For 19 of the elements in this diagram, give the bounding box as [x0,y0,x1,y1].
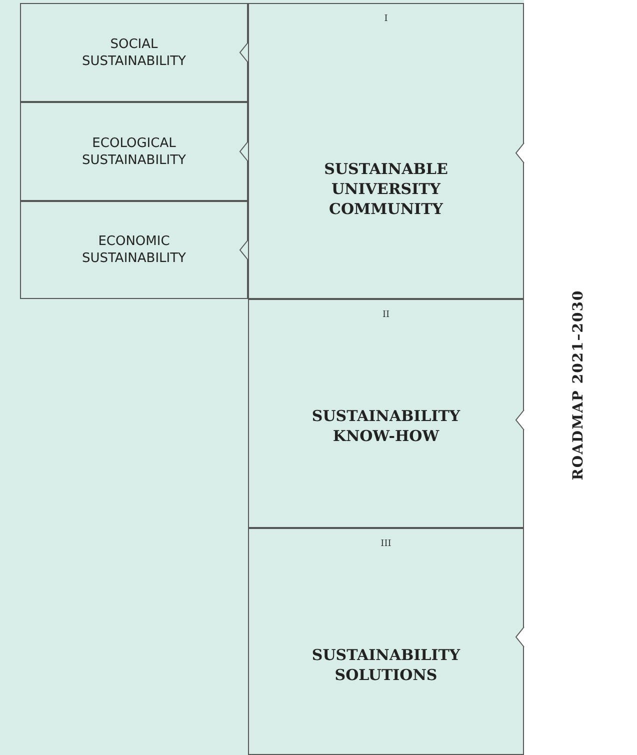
roman-numeral: I [384,14,388,24]
vertical-title: ROADMAP 2021–2030 [570,290,586,480]
roman-numeral: III [380,539,392,549]
box-label: SOCIAL SUSTAINABILITY [80,36,187,70]
notch-arrow [239,141,248,162]
section-title: SUSTAINABILITY SOLUTIONS [310,645,462,685]
section-box [248,299,524,528]
roman-numeral: II [382,310,390,320]
text-box [20,3,248,102]
section-title: SUSTAINABILITY KNOW-HOW [310,406,462,446]
box-label: ECONOMIC SUSTAINABILITY [80,233,187,267]
notch-arrow [239,240,248,260]
section-box [248,3,524,299]
section-box [248,528,524,755]
box-label: ECOLOGICAL SUSTAINABILITY [80,134,187,168]
text-box [20,201,248,299]
text-box [20,102,248,201]
notch-arrow [239,42,248,63]
section-title: SUSTAINABLE UNIVERSITY COMMUNITY [323,159,449,219]
